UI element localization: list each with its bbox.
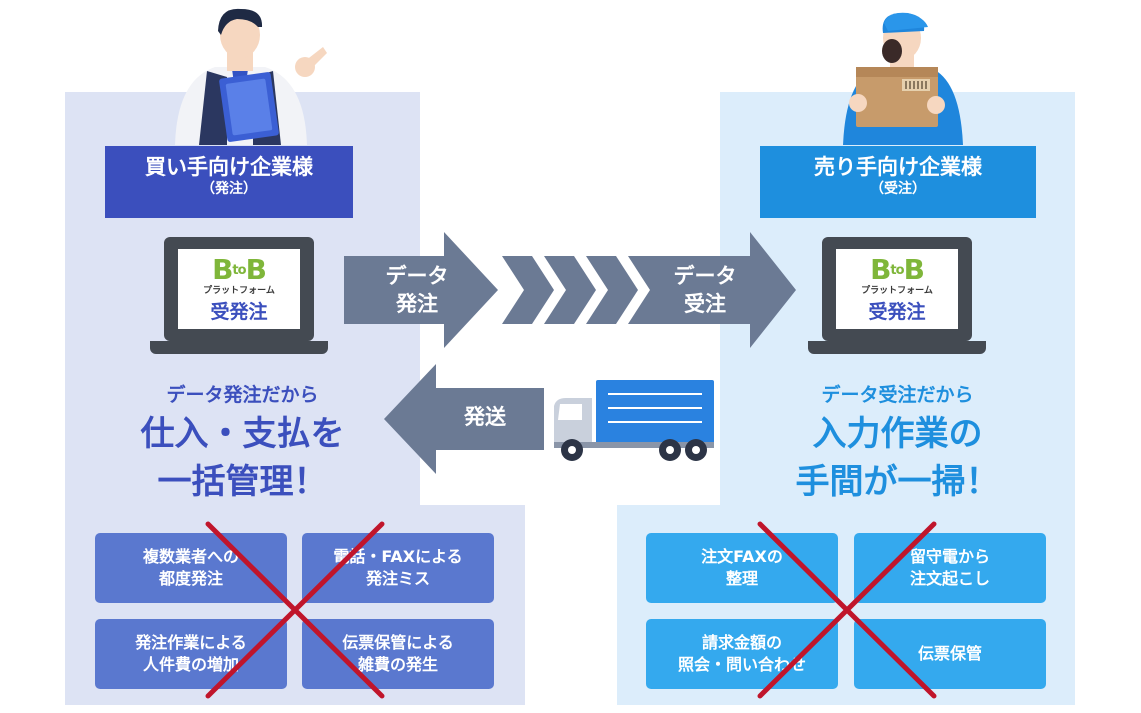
seller-subtitle: （受注）	[870, 181, 926, 197]
seller-logo-sub: プラットフォーム	[861, 286, 933, 296]
buyer-person-illustration	[175, 8, 327, 145]
seller-laptop-display: BtoB プラットフォーム 受発注	[836, 249, 958, 329]
seller-message-line2: 手間が一掃！	[795, 462, 1000, 502]
buyer-message-line2: 一括管理！	[157, 462, 328, 502]
ship-flow-arrow	[384, 364, 544, 474]
buyer-issue-3: 発注作業による人件費の増加	[95, 619, 287, 689]
seller-issue-4: 伝票保管	[854, 619, 1046, 689]
buyer-message-small: データ発注だから	[166, 384, 319, 406]
truck-icon	[554, 380, 714, 461]
buyer-laptop-base	[150, 341, 328, 354]
buyer-btob-logo: BtoB	[212, 253, 267, 286]
buyer-cross-mark	[205, 521, 385, 699]
seller-message-line1: 入力作業の	[812, 414, 983, 454]
seller-title: 売り手向け企業様	[814, 155, 982, 179]
buyer-message-line1: 仕入・支払を	[140, 414, 345, 454]
buyer-title: 買い手向け企業様	[145, 155, 313, 179]
receive-label: データ 受注	[673, 264, 737, 316]
order-flow-arrow	[344, 232, 796, 348]
seller-laptop-screen: BtoB プラットフォーム 受発注	[822, 237, 972, 341]
buyer-laptop-display: BtoB プラットフォーム 受発注	[178, 249, 300, 329]
seller-title-box: 売り手向け企業様 （受注）	[760, 146, 1036, 218]
seller-cross-mark	[757, 521, 937, 699]
seller-person-illustration	[843, 12, 963, 145]
seller-laptop-base	[808, 341, 986, 354]
seller-logo-label: 受発注	[868, 301, 926, 323]
ship-label: 発送	[464, 405, 506, 429]
buyer-issue-1: 複数業者への都度発注	[95, 533, 287, 603]
buyer-issue-4: 伝票保管による雑費の発生	[302, 619, 494, 689]
buyer-subtitle: （発注）	[201, 181, 257, 197]
buyer-logo-sub: プラットフォーム	[203, 286, 275, 296]
buyer-laptop-screen: BtoB プラットフォーム 受発注	[164, 237, 314, 341]
buyer-logo-label: 受発注	[210, 301, 268, 323]
seller-message-small: データ受注だから	[821, 384, 974, 406]
buyer-title-box: 買い手向け企業様 （発注）	[105, 146, 353, 218]
seller-btob-logo: BtoB	[870, 253, 925, 286]
order-label: データ 発注	[385, 264, 449, 316]
